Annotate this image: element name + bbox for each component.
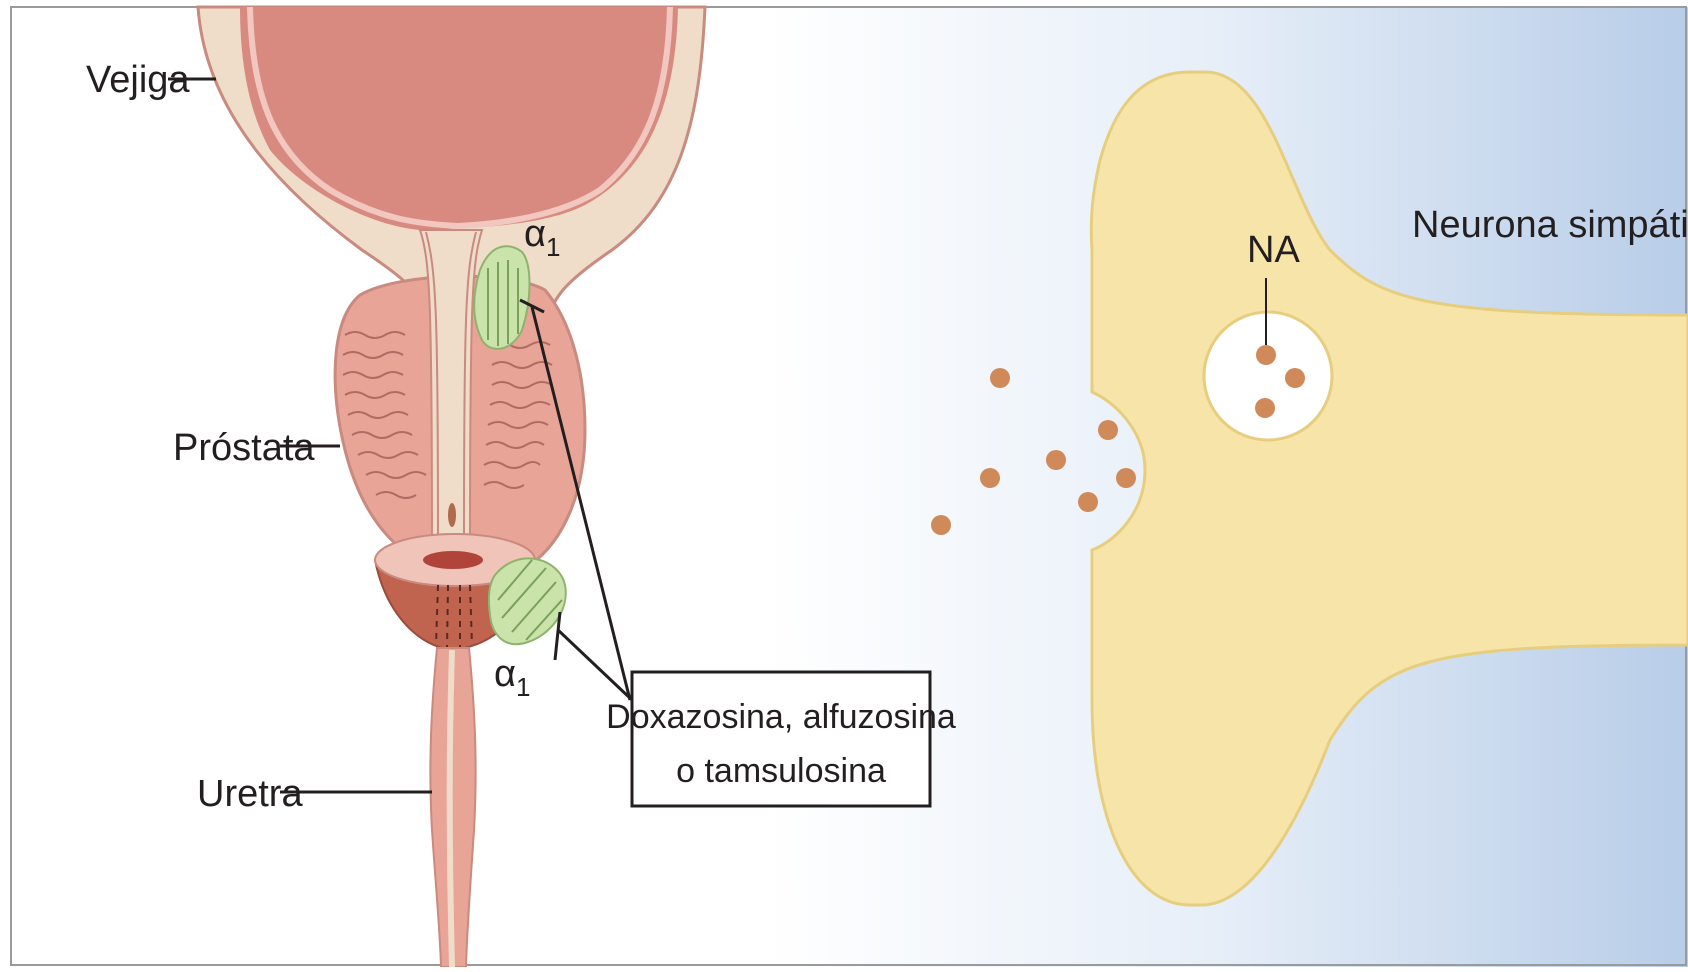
na-dot [1256, 345, 1276, 365]
na-dot [931, 515, 951, 535]
na-dot [1078, 492, 1098, 512]
na-dot [980, 468, 1000, 488]
na-dot [1255, 398, 1275, 418]
drug-box-line2: o tamsulosina [676, 752, 886, 790]
neuron-label: Neurona simpática [1412, 204, 1688, 246]
na-dot [990, 368, 1010, 388]
prostate-label: Próstata [173, 427, 315, 469]
urethra-lumen [450, 650, 452, 967]
na-dot [1285, 368, 1305, 388]
verumontanum [448, 503, 456, 527]
synaptic-vesicle [1204, 312, 1332, 440]
na-dot [1098, 420, 1118, 440]
urethra-label: Uretra [197, 773, 303, 815]
noradrenaline-label: NA [1247, 229, 1300, 271]
na-dot [1116, 468, 1136, 488]
bladder-label: Vejiga [86, 59, 190, 101]
urethra-opening [423, 551, 483, 569]
drug-box-line1: Doxazosina, alfuzosina [606, 698, 956, 736]
na-dot [1046, 450, 1066, 470]
drug-box: Doxazosina, alfuzosina o tamsulosina [606, 672, 956, 806]
